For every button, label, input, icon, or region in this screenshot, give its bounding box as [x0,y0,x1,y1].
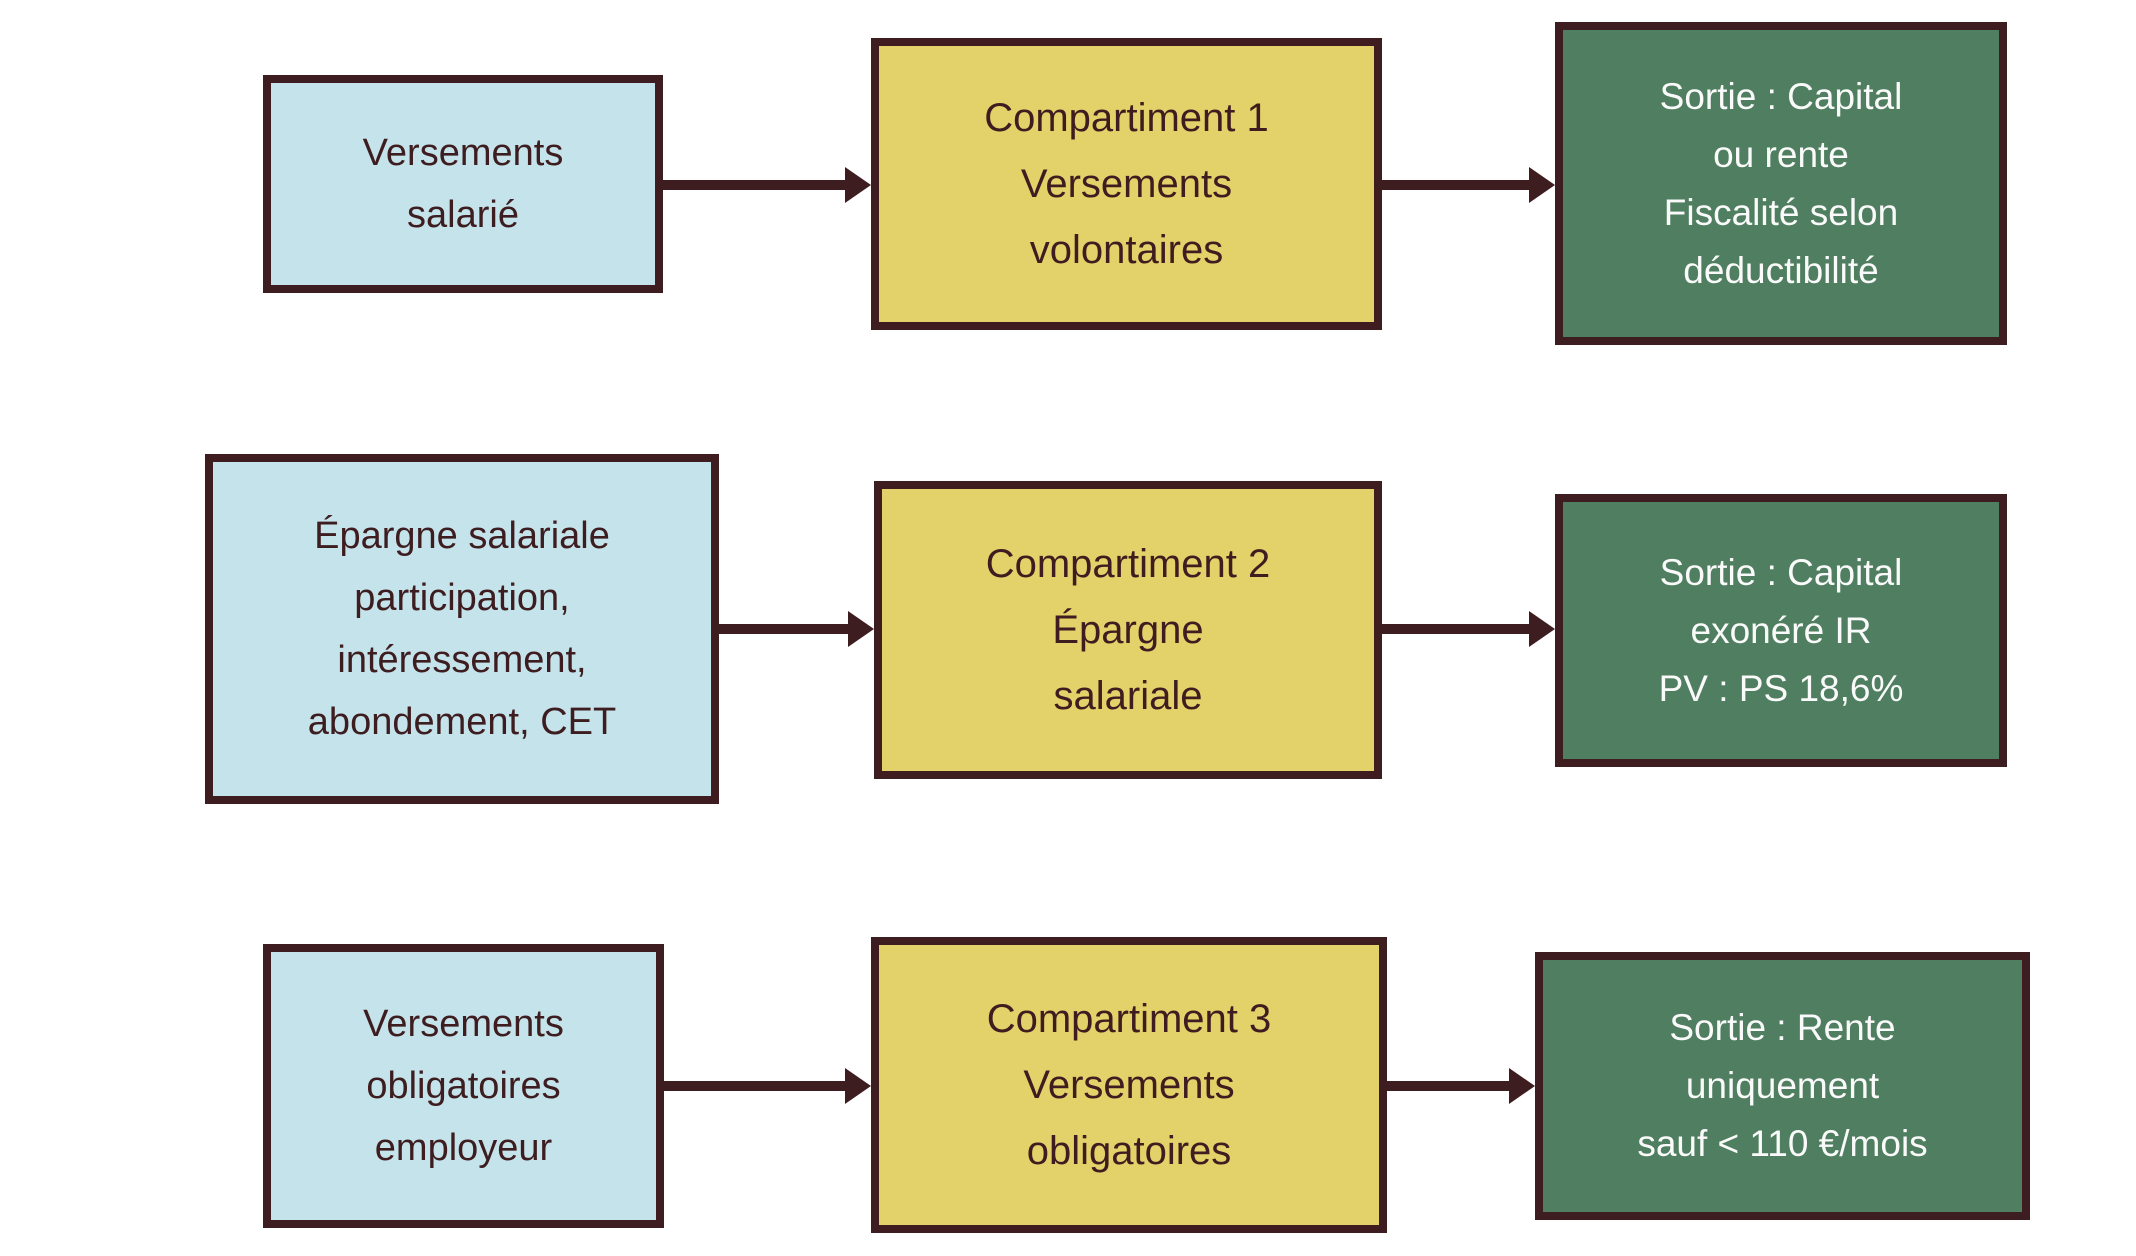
arrow-head-icon [1529,167,1555,203]
arrow-source-to-compartment-row1 [663,167,871,203]
source-box-row3-line: employeur [374,1127,553,1169]
outcome-box-row1: Sortie : Capital ou rente Fiscalité selo… [1555,22,2007,345]
source-box-row3: Versements obligatoires employeur [263,944,664,1228]
arrow-compartment-to-outcome-row3 [1387,1068,1535,1104]
compartment-box-row3: Compartiment 3 Versements obligatoires [871,937,1387,1233]
outcome-box-row3-line: sauf < 110 €/mois [1637,1123,1928,1164]
outcome-box-row3-line: Sortie : Rente [1669,1007,1896,1048]
compartment-box-row3-line: Versements [1023,1063,1235,1107]
outcome-box-row2-line: exonéré IR [1690,609,1872,651]
source-box-row1: Versements salarié [263,75,663,293]
outcome-box-row2-line: PV : PS 18,6% [1658,667,1904,709]
arrow-head-icon [1529,611,1555,647]
compartment-box-row1-line: Compartiment 1 [984,96,1269,140]
arrow-source-to-compartment-row2 [719,611,874,647]
arrow-compartment-to-outcome-row2 [1382,611,1555,647]
compartment-box-row1: Compartiment 1 Versements volontaires [871,38,1382,330]
source-box-row2-line: intéressement, [337,639,587,681]
arrow-shaft [1382,624,1533,634]
outcome-box-row2: Sortie : Capital exonéré IR PV : PS 18,6… [1555,494,2007,767]
source-box-row3-line: obligatoires [366,1065,561,1107]
compartment-box-row2-line: Épargne [1052,608,1204,652]
source-box-row1-line: Versements [362,132,564,174]
compartment-box-row2-line: Compartiment 2 [985,542,1271,586]
source-box-row2-line: abondement, CET [307,701,617,743]
arrow-head-icon [845,1068,871,1104]
outcome-box-row1-line: ou rente [1713,133,1849,175]
source-box-row3-line: Versements [363,1003,564,1045]
compartment-box-row3-line: Compartiment 3 [986,997,1272,1041]
outcome-box-row1-line: déductibilité [1683,249,1879,291]
arrow-shaft [719,624,852,634]
source-box-row2-line: Épargne salariale [314,515,610,557]
outcome-box-row1-line: Sortie : Capital [1659,75,1903,117]
arrow-head-icon [845,167,871,203]
arrow-shaft [663,180,849,190]
outcome-box-row3: Sortie : Rente uniquement sauf < 110 €/m… [1535,952,2030,1220]
arrow-compartment-to-outcome-row1 [1382,167,1555,203]
arrow-source-to-compartment-row3 [664,1068,871,1104]
compartment-box-row1-line: volontaires [1029,228,1224,272]
arrow-shaft [664,1081,849,1091]
compartment-box-row2-line: salariale [1053,674,1203,718]
compartment-box-row1-line: Versements [1020,162,1233,206]
arrow-shaft [1387,1081,1513,1091]
compartment-box-row2: Compartiment 2 Épargne salariale [874,481,1382,779]
arrow-head-icon [848,611,874,647]
outcome-box-row1-line: Fiscalité selon [1663,191,1899,233]
arrow-head-icon [1509,1068,1535,1104]
arrow-shaft [1382,180,1533,190]
source-box-row2: Épargne salariale participation, intéres… [205,454,719,804]
outcome-box-row2-line: Sortie : Capital [1659,551,1903,593]
source-box-row1-line: salarié [407,194,519,236]
outcome-box-row3-line: uniquement [1685,1065,1880,1106]
source-box-row2-line: participation, [354,577,570,619]
compartment-box-row3-line: obligatoires [1026,1129,1232,1173]
